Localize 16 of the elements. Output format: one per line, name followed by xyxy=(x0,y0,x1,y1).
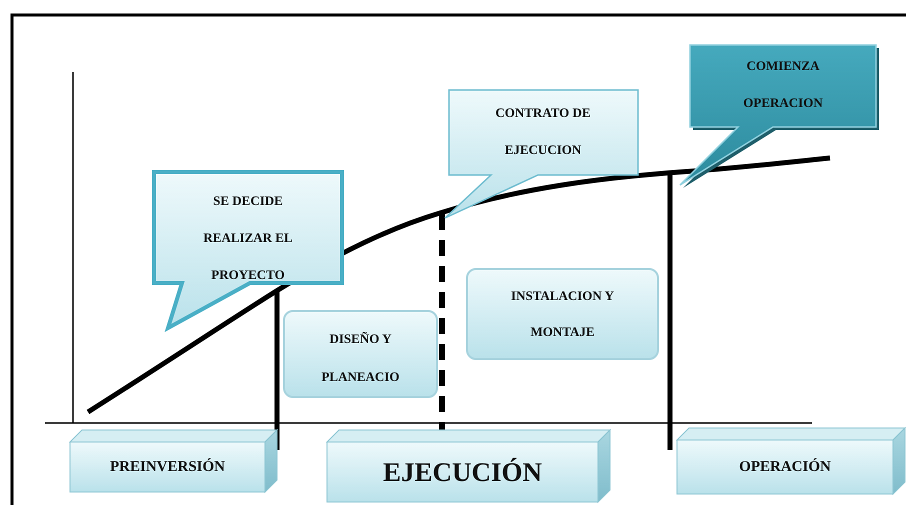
speech-bubble xyxy=(443,88,640,220)
phase-label: OPERACIÓN xyxy=(738,457,832,477)
phase-label: PREINVERSIÓN xyxy=(108,457,226,477)
speech-bubble xyxy=(150,168,346,332)
phase-block xyxy=(327,430,610,502)
callout-text: SE DECIDE REALIZAR EL PROYECTO xyxy=(202,192,294,284)
process-box xyxy=(283,310,438,398)
box-text: INSTALACION Y MONTAJE xyxy=(510,287,615,341)
process-box xyxy=(466,268,659,360)
box-text: DISEÑO Y PLANEACIO xyxy=(320,330,400,386)
phase-block xyxy=(677,428,905,494)
phase-label: EJECUCIÓN xyxy=(382,456,544,489)
phase-block xyxy=(70,430,277,492)
speech-bubble xyxy=(678,43,880,188)
callout-text: CONTRATO DE EJECUCION xyxy=(494,104,592,159)
callout-text: COMIENZA OPERACION xyxy=(742,57,824,112)
